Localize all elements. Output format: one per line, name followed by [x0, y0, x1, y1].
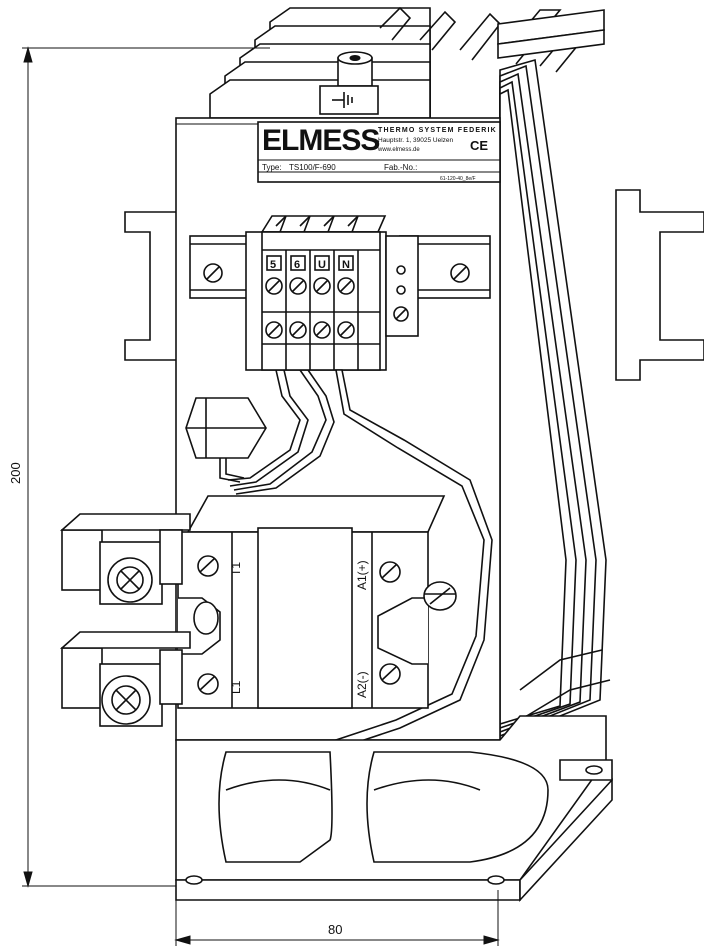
- terminal-label-3: U: [318, 259, 326, 271]
- terminal-label-4: N: [342, 259, 350, 271]
- dimension-height: [22, 46, 270, 888]
- nameplate-code: 61-120-40_8e/F: [440, 176, 476, 182]
- cable-gland: [185, 397, 267, 483]
- relay-label-a2: A2(-): [355, 671, 369, 698]
- din-rail-center: [189, 235, 491, 299]
- dimension-width: [174, 890, 500, 946]
- terminal-block: [245, 215, 419, 371]
- terminal-label-1: 5: [270, 259, 276, 271]
- load-terminals: [59, 513, 191, 727]
- nameplate-type-label: Type:: [262, 163, 282, 172]
- din-rail: [124, 189, 704, 381]
- relay-label-a1: A1(+): [355, 560, 369, 590]
- heat-sink: [209, 6, 611, 742]
- base-foot: [175, 715, 613, 903]
- nameplate-type-value: TS100/F-690: [289, 163, 336, 172]
- ce-mark-icon: CE: [470, 138, 488, 153]
- solid-state-relay: [177, 495, 457, 709]
- dimension-height-label: 200: [8, 462, 23, 484]
- brand-address: Hauptstr. 1, 39025 Uelzen: [378, 137, 454, 144]
- brand-logo: ELMESS: [262, 124, 379, 157]
- terminal-label-2: 6: [294, 259, 300, 271]
- brand-web: www.elmess.de: [377, 147, 420, 153]
- earth-terminal: [319, 51, 379, 115]
- nameplate-fab-label: Fab.-No.:: [384, 163, 417, 172]
- dimension-width-label: 80: [328, 922, 342, 937]
- relay-label-t1: T1: [229, 562, 243, 576]
- brand-tagline: THERMO SYSTEM FEDERIK: [378, 127, 497, 134]
- relay-label-l1: L1: [229, 680, 243, 694]
- nameplate: [257, 121, 501, 183]
- ground-icon: [332, 92, 353, 108]
